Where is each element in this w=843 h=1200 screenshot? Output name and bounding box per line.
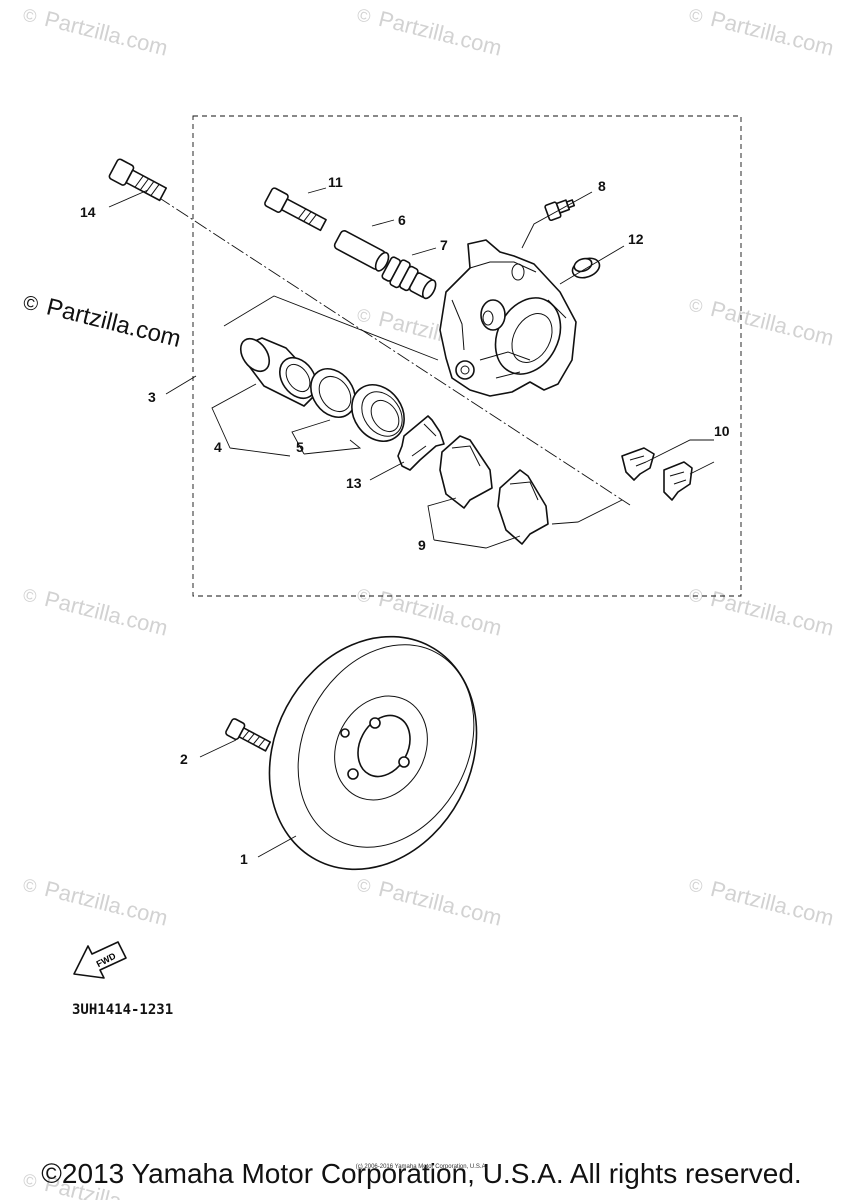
- watermark: ©Partzilla.com: [687, 584, 836, 641]
- copyright-notice: ©2013 Yamaha Motor Corporation, U.S.A. A…: [41, 1158, 802, 1189]
- watermark: ©Partzilla.com: [355, 874, 504, 931]
- svg-text:©: ©: [687, 874, 705, 897]
- callout-11: 11: [328, 174, 343, 190]
- svg-text:Partzilla.com: Partzilla.com: [376, 6, 504, 61]
- callout-12: 12: [628, 231, 644, 247]
- callout-10: 10: [714, 423, 730, 439]
- svg-text:©: ©: [21, 584, 39, 607]
- caliper-assembly-frame: [192, 115, 742, 597]
- svg-text:Partzilla.com: Partzilla.com: [708, 296, 836, 351]
- svg-text:Partzilla.com: Partzilla.com: [708, 6, 836, 61]
- dust-seal-5: [351, 384, 405, 442]
- svg-text:©: ©: [687, 294, 705, 317]
- callout-9: 9: [418, 537, 426, 553]
- callout-3: 3: [148, 389, 156, 405]
- watermark: ©Partzilla.com: [21, 4, 170, 61]
- svg-text:Partzilla.com: Partzilla.com: [376, 876, 504, 931]
- piston-4: [239, 337, 317, 407]
- callout-7: 7: [440, 237, 448, 253]
- pad-clip-10: [621, 447, 655, 481]
- watermark: ©Partzilla.com: [687, 294, 836, 351]
- forward-arrow-icon: FWD: [73, 941, 127, 979]
- leader-lines: [108, 187, 715, 858]
- callout-1: 1: [240, 851, 248, 867]
- pin-bolt-11: [264, 187, 327, 232]
- callout-14: 14: [80, 204, 96, 220]
- caliper-body: [439, 239, 577, 397]
- svg-text:Partzilla.com: Partzilla.com: [42, 876, 170, 931]
- bleed-screw-8: [544, 199, 576, 222]
- svg-text:Partzilla.com: Partzilla.com: [708, 586, 836, 641]
- small-copyright-notice: (c) 2006-2016 Yamaha Motor Corporation, …: [355, 1164, 488, 1170]
- callout-5: 5: [296, 439, 304, 455]
- watermark: ©Partzilla.com: [21, 584, 170, 641]
- piston-seal-5: [310, 368, 356, 418]
- svg-text:Partzilla.com: Partzilla.com: [376, 586, 504, 641]
- pad-shim-13: [397, 415, 445, 471]
- svg-text:©: ©: [21, 874, 39, 897]
- pad-clip-10: [663, 461, 693, 501]
- svg-text:Partzilla.com: Partzilla.com: [42, 6, 170, 61]
- brake-pad-9: [497, 469, 549, 545]
- svg-text:©: ©: [687, 4, 705, 27]
- svg-text:Partzilla.com: Partzilla.com: [44, 293, 184, 352]
- callout-8: 8: [598, 178, 606, 194]
- svg-text:©: ©: [21, 4, 39, 27]
- watermark: ©Partzilla.com: [355, 584, 504, 641]
- callout-13: 13: [346, 475, 362, 491]
- watermark-dark: © Partzilla.com: [21, 292, 184, 353]
- watermark: ©Partzilla.com: [21, 874, 170, 931]
- svg-text:©: ©: [355, 304, 373, 327]
- callout-6: 6: [398, 212, 406, 228]
- svg-text:Partzilla.com: Partzilla.com: [42, 586, 170, 641]
- caliper-bolt-14: [108, 158, 168, 202]
- svg-text:©: ©: [355, 874, 373, 897]
- callout-2: 2: [180, 751, 188, 767]
- callout-4: 4: [214, 439, 222, 455]
- watermark: ©Partzilla.com: [355, 4, 504, 61]
- watermark: ©Partzilla.com: [687, 4, 836, 61]
- disc-bolt: [225, 718, 272, 752]
- brake-disc: [268, 635, 478, 871]
- svg-text:Partzilla.com: Partzilla.com: [708, 876, 836, 931]
- svg-text:©: ©: [355, 4, 373, 27]
- svg-text:©: ©: [21, 292, 41, 317]
- boot-7: [381, 256, 437, 300]
- svg-text:©: ©: [21, 1169, 39, 1192]
- watermark: ©Partzilla.com: [687, 874, 836, 931]
- brake-pad-9: [439, 435, 493, 509]
- assembly-centerline: [157, 196, 631, 506]
- sleeve-6: [333, 230, 390, 272]
- diagram-code: 3UH1414-1231: [72, 1002, 174, 1018]
- callouts: 1 2 3 4 5 6 7 8 9 10 11 12 13 14: [80, 174, 730, 867]
